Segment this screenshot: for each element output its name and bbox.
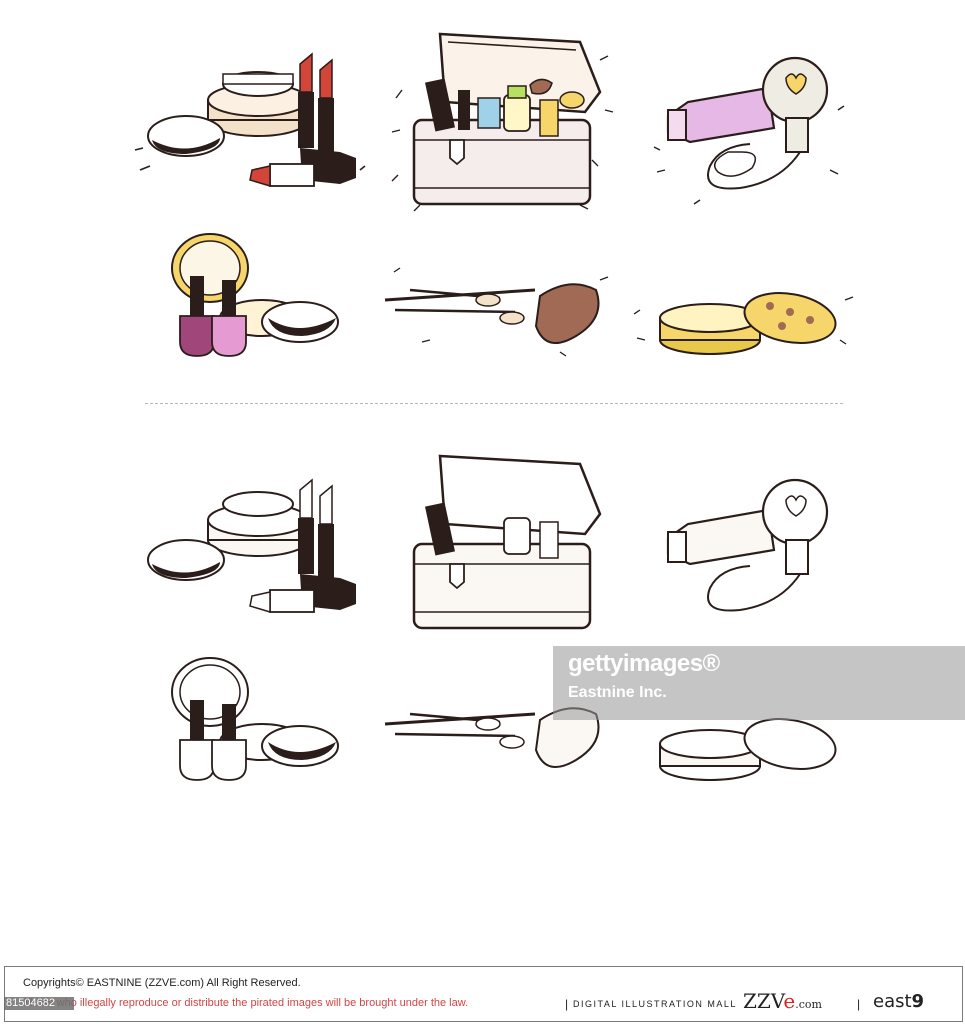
watermark-bar [553, 646, 965, 720]
copyright-footer: Copyrights© EASTNINE (ZZVE.com) All Righ… [4, 966, 963, 1022]
east9-logo: east9 [873, 991, 925, 1012]
makeup-box-illustration-mono [412, 454, 602, 630]
mall-label: DIGITAL ILLUSTRATION MALL [573, 999, 737, 1009]
watermark-credit: Eastnine Inc. [568, 684, 667, 701]
compact-lipstick-illustration-mono [147, 478, 356, 614]
hair-dryer-illustration [653, 56, 845, 205]
makeup-brushes-illustration [384, 267, 609, 357]
copyright-text: Copyrights© EASTNINE (ZZVE.com) All Righ… [23, 977, 301, 989]
warning-text: Those who illegally reproduce or distrib… [23, 997, 469, 1009]
separator: | [857, 997, 861, 1011]
watermark-logo: gettyimages® [568, 650, 720, 677]
hair-dryer-illustration-mono [666, 478, 829, 612]
compact-lipstick-illustration [134, 52, 366, 188]
zzve-logo: ZZVe.com [743, 989, 822, 1013]
separator: | [565, 997, 569, 1011]
powder-tin-illustration [633, 292, 854, 355]
image-id: 81504682 [6, 997, 55, 1009]
powder-tin-illustration-mono [659, 718, 837, 781]
section-divider [145, 403, 843, 404]
makeup-box-illustration [391, 32, 614, 212]
nail-polish-mirror-illustration [171, 233, 339, 357]
makeup-brushes-illustration-mono [384, 707, 600, 769]
nail-polish-mirror-illustration-mono [171, 657, 339, 781]
image-id-tag [4, 997, 74, 1010]
